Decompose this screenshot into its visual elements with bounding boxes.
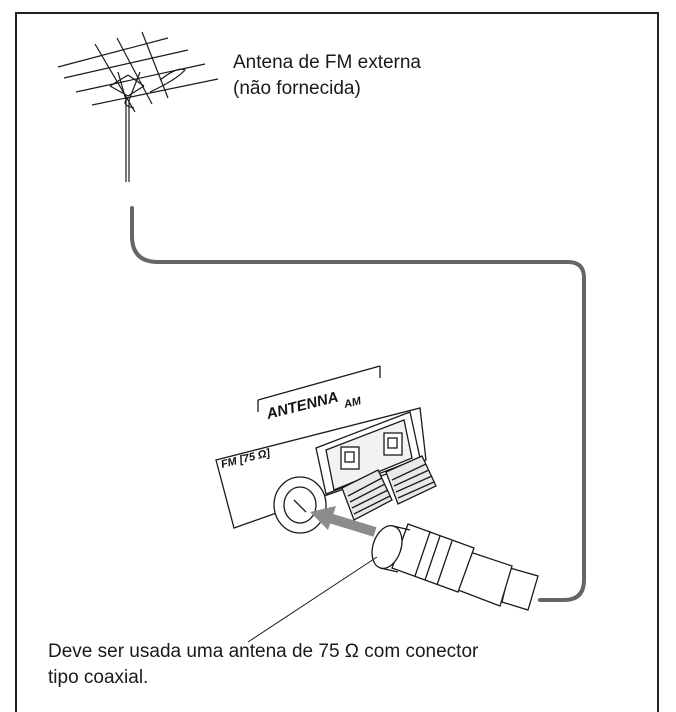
fm-antenna-label-line2: (não fornecida) — [233, 78, 361, 99]
insert-arrow — [310, 506, 377, 537]
diagram-frame — [15, 12, 659, 712]
coaxial-note-line2: tipo coaxial. — [48, 667, 149, 688]
leader-line — [247, 556, 378, 643]
fm-antenna-illustration — [57, 31, 219, 182]
am-terminal-label: AM — [342, 395, 363, 411]
antenna-panel-label: ANTENNA — [264, 389, 340, 423]
fm-antenna-label-line1: Antena de FM externa — [233, 52, 421, 73]
coaxial-note: Deve ser usada uma antena de 75 Ω com co… — [48, 639, 478, 691]
antenna-cable — [130, 206, 586, 602]
antenna-terminal-panel — [215, 365, 437, 534]
coaxial-connector — [371, 523, 539, 611]
fm-antenna-label: Antena de FM externa (não fornecida) — [233, 50, 421, 102]
coaxial-note-line1: Deve ser usada uma antena de 75 Ω com co… — [48, 641, 479, 662]
